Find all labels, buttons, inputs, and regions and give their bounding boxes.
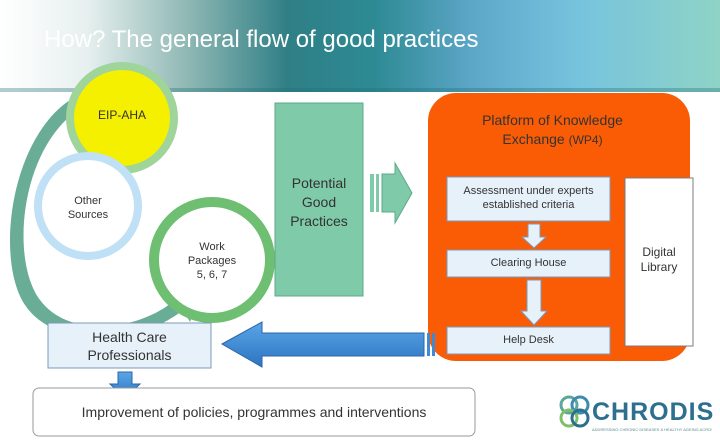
chrodis-logo-text: CHRODIS <box>592 398 715 426</box>
improvement-box <box>32 387 476 437</box>
work-packages-ring <box>149 197 275 323</box>
potential-practices-box <box>274 102 364 297</box>
arrow-to-platform <box>381 161 413 225</box>
arrow-tail-2 <box>432 333 435 356</box>
work-packages-line-1: Work <box>199 241 225 253</box>
digital-library-label: Digital Library <box>625 245 693 275</box>
assessment-box <box>446 176 611 222</box>
header-divider <box>0 88 720 92</box>
arrow-down-1 <box>520 223 548 249</box>
platform-line-2: Exchange (WP4) <box>450 130 655 150</box>
arrow-tail-1 <box>427 333 430 356</box>
health-care-professionals-label: Health Care Professionals <box>48 328 211 364</box>
hcp-line-2: Professionals <box>87 347 172 363</box>
slide-title: How? The general flow of good practices <box>44 26 479 53</box>
other-sources-line-2: Sources <box>67 209 109 221</box>
hcp-line-1: Health Care <box>92 329 167 345</box>
assessment-line-1: Assessment under experts <box>463 185 594 197</box>
work-packages-line-2: Packages <box>187 255 237 267</box>
chrodis-tagline: ADDRESSING CHRONIC DISEASES & HEALTHY AG… <box>592 427 712 432</box>
help-desk-label: Help Desk <box>503 334 554 346</box>
potential-line-1: Potential <box>291 175 347 191</box>
arrow-to-professionals <box>220 321 425 368</box>
assessment-line-2: established criteria <box>482 199 575 211</box>
work-packages-line-3: 5, 6, 7 <box>196 269 228 281</box>
digital-library-line-1: Digital <box>642 245 676 259</box>
assessment-label: Assessment under experts established cri… <box>447 184 610 212</box>
potential-line-2: Good <box>301 194 337 210</box>
arrow-to-platform-tail-2 <box>376 174 379 212</box>
other-sources-label: Other Sources <box>38 194 138 222</box>
potential-practices-label: Potential Good Practices <box>275 174 363 231</box>
platform-exchange: Exchange <box>502 131 565 147</box>
help-desk-box <box>446 326 611 355</box>
potential-line-3: Practices <box>290 213 348 229</box>
platform-wp: (WP4) <box>568 133 603 147</box>
arrow-to-platform-tail-1 <box>370 174 374 212</box>
digital-library-line-2: Library <box>640 260 678 274</box>
digital-library-box <box>624 177 694 347</box>
clearing-house-box <box>446 249 611 278</box>
chrodis-logo-mark <box>559 395 590 428</box>
other-sources-circle <box>34 152 142 260</box>
other-sources-line-1: Other <box>74 195 102 207</box>
work-packages-label: Work Packages 5, 6, 7 <box>172 240 252 282</box>
clearing-house-label: Clearing House <box>490 257 567 269</box>
health-care-professionals-box <box>47 322 212 369</box>
platform-label: Platform of Knowledge Exchange (WP4) <box>450 111 655 150</box>
platform-line-1: Platform of Knowledge <box>482 112 623 128</box>
arrow-down-2 <box>519 279 549 326</box>
eip-aha-label: EIP-AHA <box>97 108 146 122</box>
improvement-label: Improvement of policies, programmes and … <box>81 404 427 420</box>
